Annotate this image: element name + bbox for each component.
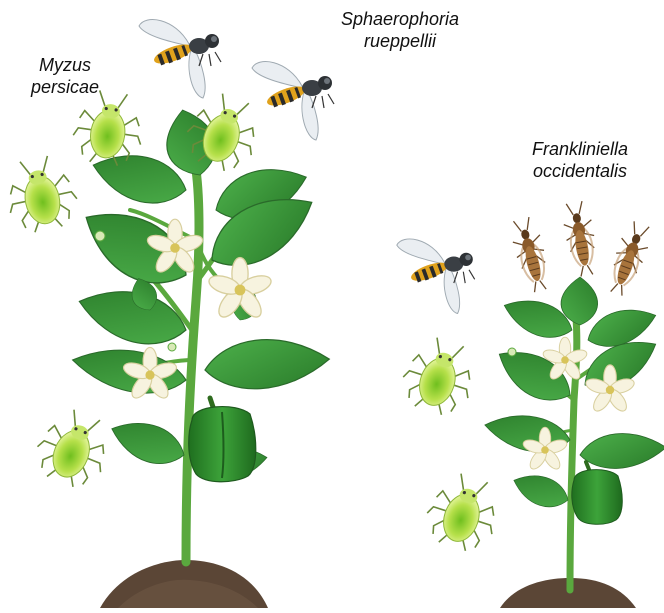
label-sphaerophoria-line1: Sphaerophoria: [330, 8, 470, 30]
leaf: [203, 334, 332, 393]
leaf: [105, 412, 190, 473]
left-plant: [69, 104, 331, 608]
label-frankliniella-line1: Frankliniella: [510, 138, 650, 160]
aphid: [28, 402, 118, 494]
aphid: [420, 467, 507, 556]
label-frankliniella-line2: occidentalis: [510, 160, 650, 182]
label-frankliniella-occidentalis: Frankliniella occidentalis: [510, 138, 650, 182]
aphids: [0, 87, 506, 557]
bell-pepper: [189, 398, 256, 482]
leaf: [578, 430, 664, 472]
thrips: [603, 219, 655, 298]
aphid: [0, 152, 81, 237]
bell-pepper: [572, 462, 622, 524]
thrips: [560, 200, 600, 278]
thrips: [508, 216, 554, 295]
label-myzus-persicae: Myzus persicae: [10, 54, 120, 98]
aphid: [396, 331, 483, 420]
label-sphaerophoria-rueppellii: Sphaerophoria rueppellii: [330, 8, 470, 52]
leaf: [509, 467, 573, 513]
label-sphaerophoria-line2: rueppellii: [330, 30, 470, 52]
label-myzus-line2: persicae: [10, 76, 120, 98]
hoverfly: [139, 20, 221, 98]
hoverfly: [252, 62, 334, 140]
label-myzus-line1: Myzus: [10, 54, 120, 76]
hoverfly: [397, 239, 475, 314]
right-plant: [482, 277, 664, 608]
